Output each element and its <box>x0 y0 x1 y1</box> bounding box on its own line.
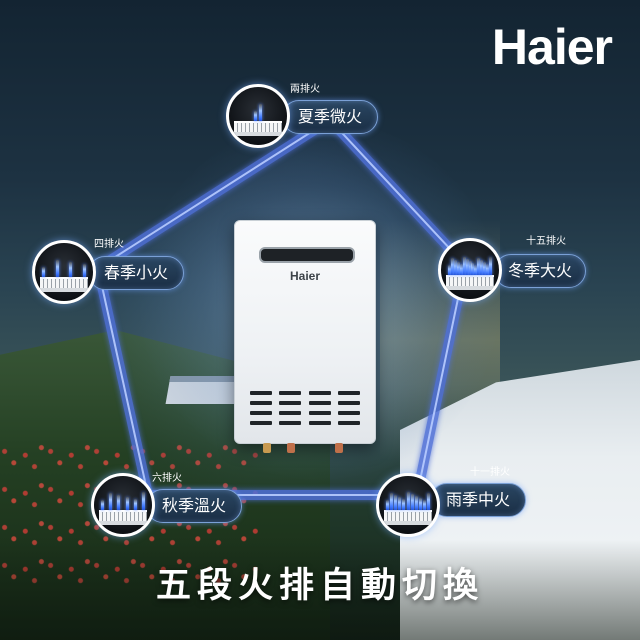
vent-column <box>279 391 302 425</box>
burner-base <box>99 521 147 525</box>
flame-bar <box>142 492 145 510</box>
burner-flame-icon <box>226 84 290 148</box>
water-heater-product: Haier <box>234 220 376 453</box>
burner-base <box>384 521 432 525</box>
flame-bar <box>398 497 402 510</box>
season-pill: 春季小火 <box>88 256 184 290</box>
flame-bar <box>462 257 466 275</box>
season-pill: 冬季大火 <box>494 254 586 288</box>
flame-bar <box>427 493 430 510</box>
burner-flame-icon <box>376 473 440 537</box>
flame-bar <box>386 500 389 510</box>
flame-bar <box>83 264 86 277</box>
burner-count-label: 十五排火 <box>526 236 566 247</box>
burner-comb <box>234 121 282 132</box>
haier-logo: Haier <box>491 19 613 75</box>
burner-count-label: 四排火 <box>94 239 124 250</box>
burner-count-label: 六排火 <box>152 473 182 484</box>
flame-bar <box>480 260 484 275</box>
flame-bar <box>453 260 457 275</box>
flame-bar <box>69 262 73 277</box>
flame-bar <box>390 493 394 510</box>
vent-column <box>250 391 272 425</box>
flame-bar <box>109 493 113 510</box>
flame-bar <box>394 495 398 510</box>
flame-bar <box>125 497 129 510</box>
flame-bar <box>471 263 475 275</box>
flame-bar <box>456 262 460 275</box>
vent-column <box>308 391 331 425</box>
headline-title: 五段火排自動切換 <box>155 566 484 606</box>
flame-bar <box>486 264 490 275</box>
flame-bar <box>117 495 121 510</box>
burner-comb <box>384 510 432 521</box>
burner-comb <box>446 275 494 286</box>
flame-bar <box>254 111 258 121</box>
heater-display-panel <box>259 247 355 263</box>
flame-bar <box>448 265 451 275</box>
season-pill: 雨季中火 <box>430 483 526 517</box>
heater-brand-label: Haier <box>289 269 321 283</box>
water-pipe <box>287 443 295 453</box>
flame-bar <box>450 258 454 275</box>
flame-bar <box>474 265 478 275</box>
burner-count-label: 兩排火 <box>290 84 320 95</box>
burner-comb <box>40 277 88 288</box>
flame-bar <box>258 104 262 121</box>
burner-flame-icon <box>438 238 502 302</box>
flame-bar <box>133 499 137 510</box>
flame-bar <box>468 261 472 275</box>
title-shade <box>0 540 640 640</box>
season-pill: 夏季微火 <box>282 100 378 134</box>
vent-column <box>337 391 360 425</box>
flame-bar <box>410 494 414 510</box>
heater-vents <box>250 391 360 425</box>
flame-bar <box>55 260 59 277</box>
burner-base <box>40 288 88 292</box>
burner-base <box>234 132 282 136</box>
burner-flame-icon <box>32 240 96 304</box>
flame-bar <box>418 498 422 510</box>
flame-bar <box>101 500 104 510</box>
water-pipe <box>335 443 343 453</box>
flame-bar <box>465 259 469 275</box>
season-pill: 秋季溫火 <box>146 489 242 523</box>
burner-flame-icon <box>91 473 155 537</box>
burner-comb <box>99 510 147 521</box>
burner-base <box>446 286 494 290</box>
flame-bar <box>402 499 406 510</box>
flame-bar <box>459 264 463 275</box>
burner-count-label: 十一排火 <box>470 467 510 478</box>
flame-bar <box>477 258 481 275</box>
flame-bar <box>483 262 487 275</box>
flame-bar <box>489 257 492 275</box>
gas-pipe <box>263 443 271 453</box>
flame-bar <box>414 496 418 510</box>
flame-bar <box>406 492 410 510</box>
pentagon-outline-inner <box>97 119 466 496</box>
flame-bar <box>42 267 45 277</box>
flame-bar <box>422 500 426 510</box>
